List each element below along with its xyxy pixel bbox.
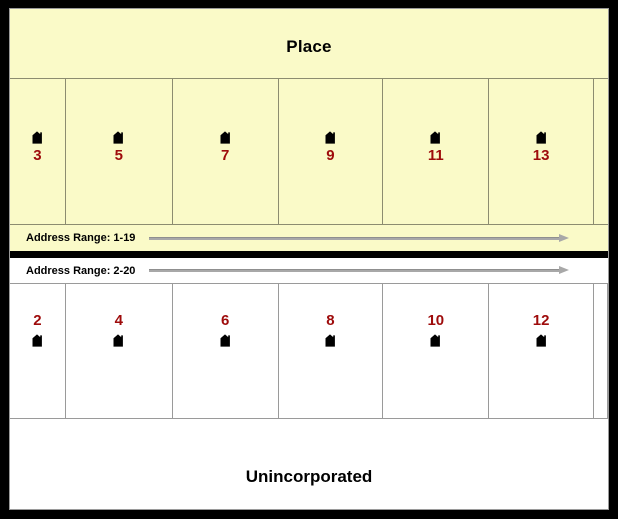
parcel-content: 3 — [10, 131, 65, 165]
parcel-content: 8 — [279, 312, 383, 347]
parcel-address-number: 5 — [114, 147, 123, 164]
parcel-address-number: 3 — [33, 147, 42, 164]
place-header-band: Place — [10, 9, 608, 79]
parcel-address-number: 9 — [326, 147, 335, 164]
house-icon — [220, 131, 230, 144]
parcel-11[interactable]: 11 — [383, 79, 490, 224]
house-icon — [220, 334, 230, 347]
parcel-address-number: 10 — [427, 312, 445, 329]
parcel-9[interactable]: 9 — [279, 79, 384, 224]
parcel-address-number: 12 — [532, 312, 550, 329]
odd-parcel-row: 3 5 7 9 11 13 — [10, 79, 608, 224]
even-address-range-band: Address Range: 2-20 — [10, 258, 608, 284]
parcel-address-number: 11 — [427, 147, 444, 164]
parcel-address-number: 4 — [114, 312, 123, 329]
unincorporated-band: Unincorporated — [10, 419, 608, 509]
parcel-address-number: 7 — [220, 147, 230, 164]
unincorporated-title: Unincorporated — [245, 467, 373, 486]
place-title: Place — [286, 37, 332, 56]
even-parcel-row: 2 4 6 8 10 12 — [10, 284, 608, 418]
parcel-10[interactable]: 10 — [383, 284, 490, 418]
parcel-content: 9 — [279, 131, 383, 165]
parcel-content: 7 — [173, 131, 278, 165]
parcel-empty[interactable] — [594, 79, 608, 224]
parcel-content: 11 — [383, 131, 488, 165]
parcel-5[interactable]: 5 — [66, 79, 173, 224]
house-icon — [536, 334, 546, 347]
odd-direction-arrow-icon — [149, 233, 570, 243]
parcel-empty[interactable] — [594, 284, 608, 418]
parcel-3[interactable]: 3 — [10, 79, 66, 224]
parcel-content: 10 — [383, 312, 488, 347]
parcel-4[interactable]: 4 — [66, 284, 173, 418]
odd-parcel-strip: 3 5 7 9 11 13 — [10, 79, 608, 225]
parcel-content: 5 — [66, 131, 172, 165]
parcel-content: 4 — [66, 312, 172, 347]
house-icon — [32, 131, 42, 144]
parcel-6[interactable]: 6 — [173, 284, 279, 418]
even-address-range-label: Address Range: 2-20 — [26, 264, 136, 277]
house-icon — [32, 334, 42, 347]
parcel-address-number: 13 — [532, 147, 550, 164]
house-icon — [113, 334, 124, 347]
parcel-content: 12 — [489, 312, 593, 347]
house-icon — [325, 131, 335, 144]
parcel-address-number: 8 — [326, 312, 335, 329]
parcel-12[interactable]: 12 — [489, 284, 594, 418]
parcel-2[interactable]: 2 — [10, 284, 66, 418]
parcel-7[interactable]: 7 — [173, 79, 279, 224]
parcel-content: 2 — [10, 312, 65, 347]
even-direction-arrow-icon — [149, 266, 570, 275]
parcel-content: 13 — [489, 131, 593, 165]
parcel-13[interactable]: 13 — [489, 79, 594, 224]
parcel-address-number: 6 — [220, 312, 230, 329]
house-icon — [430, 334, 441, 347]
parcel-8[interactable]: 8 — [279, 284, 384, 418]
street-centerline — [10, 251, 608, 258]
odd-address-range-label: Address Range: 1-19 — [26, 232, 136, 244]
house-icon — [430, 131, 441, 144]
house-icon — [325, 334, 335, 347]
even-parcel-strip: 2 4 6 8 10 12 — [10, 284, 608, 419]
parcel-address-number: 2 — [33, 312, 42, 329]
house-icon — [536, 131, 546, 144]
house-icon — [113, 131, 124, 144]
parcel-content: 6 — [173, 312, 278, 347]
diagram-canvas: Place 3 5 7 9 11 13 Address Range: 1-19 Addre… — [9, 8, 609, 510]
odd-address-range-band: Address Range: 1-19 — [10, 225, 608, 251]
